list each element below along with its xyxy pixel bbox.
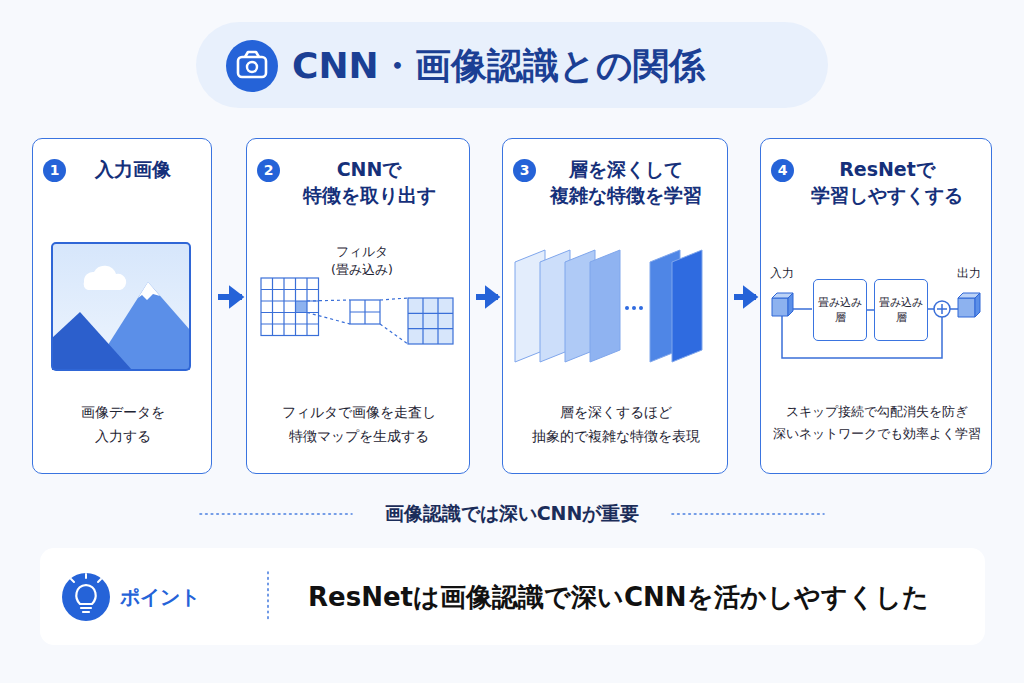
conv-layer-text: 畳み込み 層	[878, 295, 924, 326]
step-panel: 4ResNetで 学習しやすくするスキップ接続で勾配消失を防ぎ 深いネットワーク…	[760, 138, 992, 474]
section-note: 画像認識では深いCNNが重要	[352, 501, 672, 526]
title-pill	[196, 22, 828, 108]
dotted-separator	[267, 572, 269, 622]
step-panel: 2CNNで 特徴を取り出すフィルタで画像を走査し 特徴マップを生成する	[246, 138, 470, 474]
lightbulb-icon	[62, 573, 110, 621]
point-tag: ポイント	[120, 583, 200, 610]
output-label: 出力	[949, 266, 989, 280]
panel-body: 層を深くするほど 抽象的で複雑な特徴を表現	[521, 401, 711, 448]
filter-label: フィルタ (畳み込み)	[322, 243, 402, 278]
panel-heading: CNNで 特徴を取り出す	[277, 157, 461, 208]
camera-icon	[226, 40, 278, 92]
point-box: ポイント ResNetは画像認識で深いCNNを活かしやすくした	[40, 548, 985, 645]
title: CNN・画像認識との関係	[292, 42, 705, 90]
callout-number: 1	[43, 159, 66, 182]
panel-body: スキップ接続で勾配消失を防ぎ 深いネットワークでも効率よく学習	[767, 401, 987, 445]
step-panel: 3層を深くして 複雑な特徴を学習層を深くするほど 抽象的で複雑な特徴を表現	[502, 138, 728, 474]
step-panel: 1入力画像画像データを 入力する	[32, 138, 212, 474]
connector-line	[867, 309, 874, 311]
conv-layer-text: 畳み込み 層	[817, 295, 863, 326]
callout-number: 4	[771, 159, 794, 182]
panel-body: フィルタで画像を走査し 特徴マップを生成する	[269, 401, 449, 448]
panel-heading: 層を深くして 複雑な特徴を学習	[533, 157, 719, 208]
panel-heading: 入力画像	[63, 157, 203, 183]
conv-layer-box: 畳み込み 層	[874, 279, 928, 341]
panel-heading: ResNetで 学習しやすくする	[791, 157, 983, 208]
deep-layers-figure	[515, 250, 702, 362]
flow-arrow	[476, 294, 498, 300]
panel-body: 画像データを 入力する	[53, 401, 193, 448]
flow-arrow	[218, 294, 242, 300]
input-image-picture	[52, 243, 190, 370]
flow-arrow	[734, 294, 756, 300]
callout-number: 3	[513, 159, 536, 182]
conv-layer-box: 畳み込み 層	[813, 279, 867, 341]
callout-number: 2	[257, 159, 280, 182]
input-label: 入力	[762, 266, 802, 280]
point-statement: ResNetは画像認識で深いCNNを活かしやすくした	[308, 579, 929, 614]
convolution-figure	[261, 278, 453, 344]
